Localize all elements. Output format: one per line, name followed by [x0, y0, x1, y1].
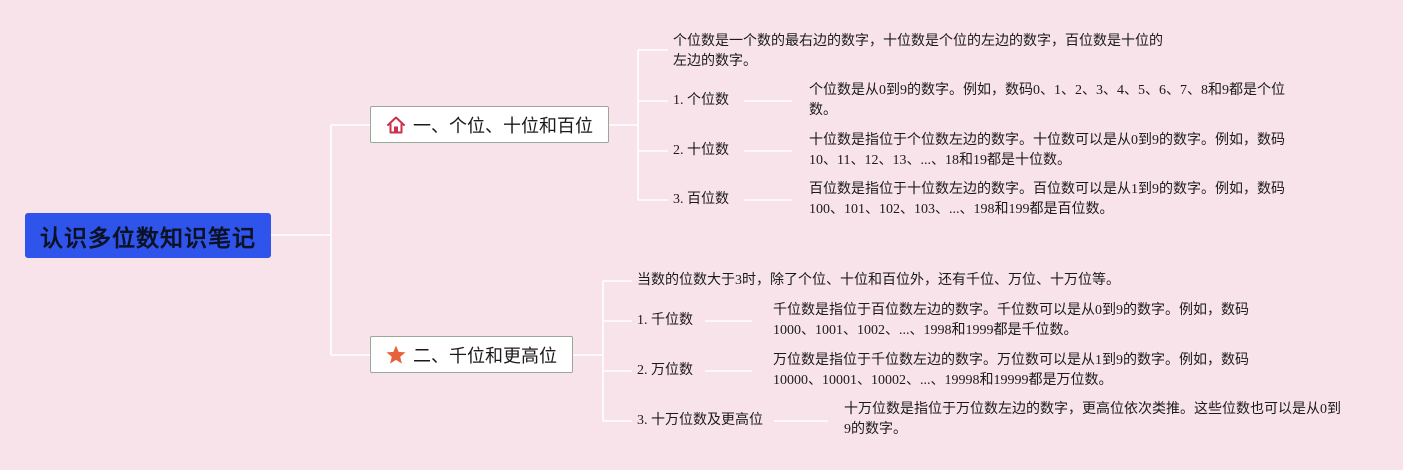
desc-line: 百位数是指位于十位数左边的数字。百位数可以是从1到9的数字。例如，数码 [809, 182, 1285, 197]
subtopic-hundreds[interactable]: 3. 百位数 [673, 192, 729, 207]
desc-line: 1000、1001、1002、...、1998和1999都是千位数。 [773, 323, 1078, 338]
subtopic-tens[interactable]: 2. 十位数 [673, 143, 729, 158]
intro-line: 个位数是一个数的最右边的数字，十位数是个位的左边的数字，百位数是十位的 [673, 34, 1163, 49]
subtopic-hundred-thousands-desc: 十万位数是指位于万位数左边的数字，更高位依次类推。这些位数也可以是从0到 9的数… [844, 400, 1341, 440]
branch-topic-2[interactable]: 二、千位和更高位 [370, 336, 573, 373]
desc-line: 9的数字。 [844, 422, 907, 437]
star-icon [385, 344, 407, 366]
subtopic-ones[interactable]: 1. 个位数 [673, 93, 729, 108]
root-topic[interactable]: 认识多位数知识笔记 [25, 213, 271, 258]
branch-topic-1[interactable]: 一、个位、十位和百位 [370, 106, 609, 143]
branch-label-1: 一、个位、十位和百位 [413, 115, 593, 137]
subtopic-tens-desc: 十位数是指位于个位数左边的数字。十位数可以是从0到9的数字。例如，数码 10、1… [809, 131, 1285, 171]
desc-line: 万位数是指位于千位数左边的数字。万位数可以是从1到9的数字。例如，数码 [773, 353, 1249, 368]
branch-1-intro: 个位数是一个数的最右边的数字，十位数是个位的左边的数字，百位数是十位的 左边的数… [673, 32, 1163, 72]
branch-label-2: 二、千位和更高位 [413, 345, 557, 367]
branch-2-intro: 当数的位数大于3时，除了个位、十位和百位外，还有千位、万位、十万位等。 [637, 273, 1120, 288]
subtopic-ten-thousands-desc: 万位数是指位于千位数左边的数字。万位数可以是从1到9的数字。例如，数码 1000… [773, 351, 1249, 391]
subtopic-ones-desc: 个位数是从0到9的数字。例如，数码0、1、2、3、4、5、6、7、8和9都是个位… [809, 81, 1285, 121]
home-icon [385, 114, 407, 136]
desc-line: 10、11、12、13、...、18和19都是十位数。 [809, 153, 1071, 168]
desc-line: 10000、10001、10002、...、19998和19999都是万位数。 [773, 373, 1113, 388]
desc-line: 十万位数是指位于万位数左边的数字，更高位依次类推。这些位数也可以是从0到 [844, 402, 1341, 417]
desc-line: 数。 [809, 103, 837, 118]
subtopic-thousands[interactable]: 1. 千位数 [637, 313, 693, 328]
desc-line: 十位数是指位于个位数左边的数字。十位数可以是从0到9的数字。例如，数码 [809, 133, 1285, 148]
subtopic-ten-thousands[interactable]: 2. 万位数 [637, 363, 693, 378]
subtopic-hundreds-desc: 百位数是指位于十位数左边的数字。百位数可以是从1到9的数字。例如，数码 100、… [809, 180, 1285, 220]
desc-line: 个位数是从0到9的数字。例如，数码0、1、2、3、4、5、6、7、8和9都是个位 [809, 83, 1285, 98]
root-title: 认识多位数知识笔记 [40, 225, 256, 252]
intro-line: 左边的数字。 [673, 54, 757, 69]
subtopic-thousands-desc: 千位数是指位于百位数左边的数字。千位数可以是从0到9的数字。例如，数码 1000… [773, 301, 1249, 341]
subtopic-hundred-thousands[interactable]: 3. 十万位数及更高位 [637, 413, 763, 428]
desc-line: 100、101、102、103、...、198和199都是百位数。 [809, 202, 1114, 217]
desc-line: 千位数是指位于百位数左边的数字。千位数可以是从0到9的数字。例如，数码 [773, 303, 1249, 318]
